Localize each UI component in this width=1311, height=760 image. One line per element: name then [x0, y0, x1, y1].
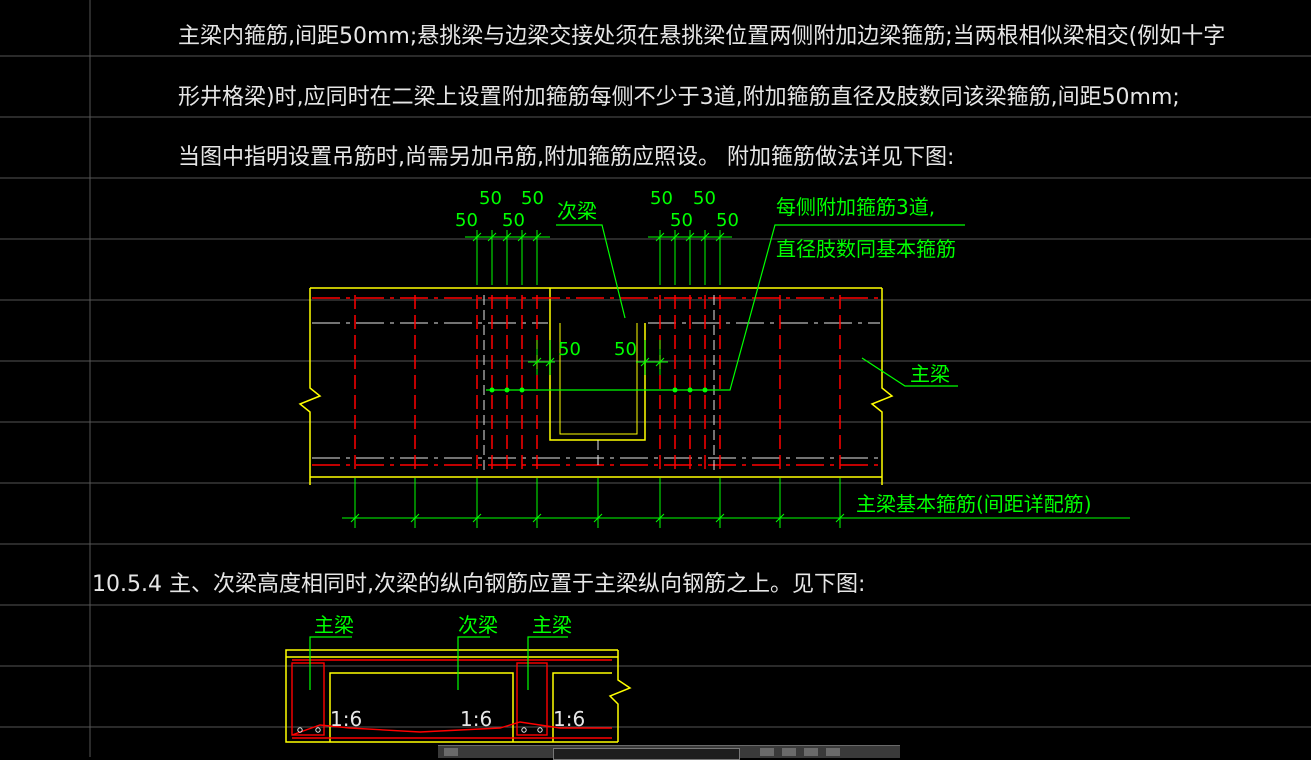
- note-line-2: 形井格梁)时,应同时在二梁上设置附加箍筋每侧不少于3道,附加箍筋直径及肢数同该梁…: [178, 85, 1180, 110]
- figure2-labels: 主梁 次梁 主梁: [314, 613, 572, 637]
- main-beam-longitudinal-rebar: [312, 297, 880, 466]
- slope-label: 1:6: [553, 707, 585, 731]
- stirrup-centerlines: [483, 295, 715, 470]
- dim-50: 50: [455, 210, 478, 231]
- secondary-beam-leader: [556, 224, 626, 319]
- slope-label: 1:6: [330, 707, 362, 731]
- figure2-slopes: 1:6 1:6 1:6: [330, 707, 585, 731]
- label-extra-stirrups-line1: 每侧附加箍筋3道,: [776, 195, 935, 219]
- main-beam-mid-line: [312, 322, 880, 459]
- top-dimension-values: 50 50 50 50 50 50 50 50: [455, 188, 739, 231]
- label-main-beam: 主梁: [910, 362, 950, 386]
- dim-50: 50: [502, 210, 525, 231]
- notes-text: 主梁内箍筋,间距50mm;悬挑梁与边梁交接处须在悬挑梁位置两侧附加边梁箍筋;当两…: [178, 24, 1225, 170]
- main-beam-leader: [861, 357, 958, 387]
- bottom-dimension-line: [342, 478, 1130, 528]
- dim-50: 50: [693, 188, 716, 209]
- inner-dimension-lines: [528, 340, 668, 375]
- dim-50: 50: [716, 210, 739, 231]
- label-extra-stirrups-line2: 直径肢数同基本箍筋: [776, 237, 956, 261]
- figure2-leaders: [309, 636, 568, 690]
- toolbar-button[interactable]: [804, 748, 818, 756]
- command-input[interactable]: [553, 748, 740, 760]
- figure2-outline: [285, 649, 632, 743]
- dim-50: 50: [521, 188, 544, 209]
- note-line-3: 当图中指明设置吊筋时,尚需另加吊筋,附加箍筋应照设。 附加箍筋做法详见下图:: [178, 145, 954, 170]
- toolbar-button[interactable]: [782, 748, 796, 756]
- top-dimension-lines: [465, 230, 732, 285]
- dim-50-inner-left: 50: [558, 339, 581, 360]
- label-main-beam-right: 主梁: [532, 613, 572, 637]
- inner-dimension-values: 50 50: [558, 339, 637, 360]
- extra-stirrup-leader: [486, 224, 965, 391]
- slope-label: 1:6: [460, 707, 492, 731]
- dim-50: 50: [650, 188, 673, 209]
- dim-50: 50: [670, 210, 693, 231]
- command-toolbar[interactable]: [438, 745, 900, 760]
- basic-stirrups: [354, 295, 841, 470]
- figure-equal-height-beams[interactable]: 主梁 次梁 主梁 1:6 1:6 1:6: [285, 613, 632, 743]
- figure2-bar-ends: [297, 727, 543, 733]
- label-main-beam-left: 主梁: [314, 613, 354, 637]
- dim-50-inner-right: 50: [614, 339, 637, 360]
- figure2-rebar: [291, 659, 612, 739]
- leader-dots: [489, 387, 708, 393]
- label-secondary-beam-fig2: 次梁: [458, 613, 498, 637]
- toolbar-button[interactable]: [826, 748, 840, 756]
- extra-stirrups-right: [659, 295, 721, 470]
- main-beam-outline: [298, 287, 894, 485]
- note-line-1: 主梁内箍筋,间距50mm;悬挑梁与边梁交接处须在悬挑梁位置两侧附加边梁箍筋;当两…: [178, 24, 1225, 49]
- label-secondary-beam: 次梁: [557, 199, 597, 223]
- dim-50: 50: [479, 188, 502, 209]
- section-heading-10-5-4: 10.5.4 主、次梁高度相同时,次梁的纵向钢筋应置于主梁纵向钢筋之上。见下图:: [92, 572, 865, 597]
- figure-extra-stirrups[interactable]: 50 50 50 50 50 50 50 50 50 50 次梁 每侧附加箍筋3…: [298, 188, 1130, 528]
- extra-stirrups-left: [476, 295, 538, 470]
- toolbar-button[interactable]: [760, 748, 774, 756]
- label-basic-stirrups: 主梁基本箍筋(间距详配筋): [856, 492, 1092, 516]
- toolbar-grip-icon[interactable]: [444, 748, 458, 756]
